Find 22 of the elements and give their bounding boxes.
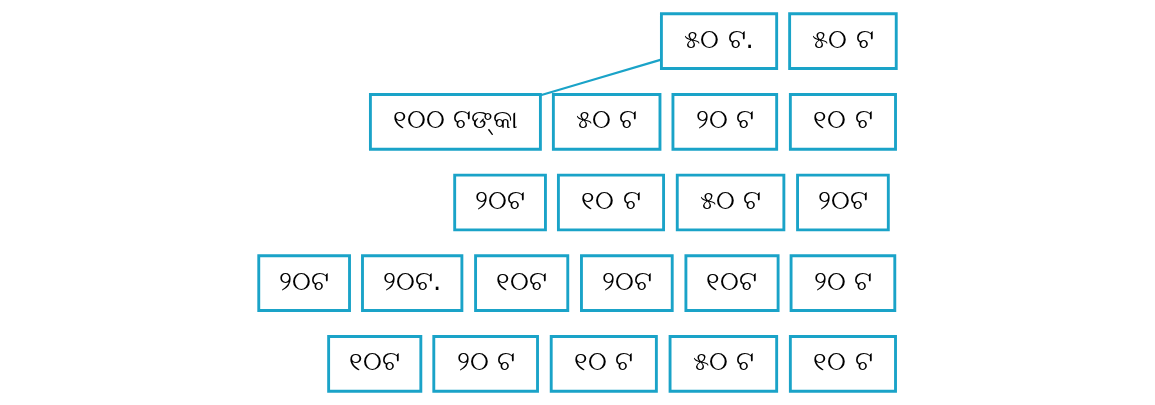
- node-box: ୧୦ ଟ: [788, 93, 897, 151]
- node-box: ୨୦ଟ: [453, 173, 547, 232]
- node-box: ୧୦ ଟ: [788, 335, 897, 393]
- node-box: ୧୦ଟ: [684, 254, 780, 312]
- node-box: ୨୦ ଟ: [432, 335, 539, 393]
- node-box: ୨୦ଟ: [796, 173, 890, 232]
- connector: [540, 58, 662, 97]
- node-box: ୫୦ ଟ.: [659, 12, 779, 70]
- node-box: ୧୦ଟ: [474, 254, 570, 312]
- node-box: ୧୦୦ ଟଙ୍କା: [368, 93, 542, 151]
- node-box: ୨୦ଟ.: [361, 254, 464, 312]
- node-box: ୧୦ ଟ: [549, 335, 658, 393]
- node-box: ୨୦ଟ: [257, 254, 351, 312]
- node-box: ୫୦ ଟ: [788, 12, 898, 70]
- node-box: ୧୦ଟ: [327, 335, 423, 393]
- node-box: ୫୦ ଟ: [675, 173, 786, 232]
- node-box: ୧୦ ଟ: [556, 173, 666, 232]
- node-box: ୨୦ଟ: [580, 254, 674, 312]
- node-box: ୨୦ ଟ: [789, 254, 897, 312]
- node-box: ୨୦ ଟ: [671, 93, 779, 151]
- node-box: ୫୦ ଟ: [668, 335, 779, 393]
- node-box: ୫୦ ଟ: [551, 93, 662, 151]
